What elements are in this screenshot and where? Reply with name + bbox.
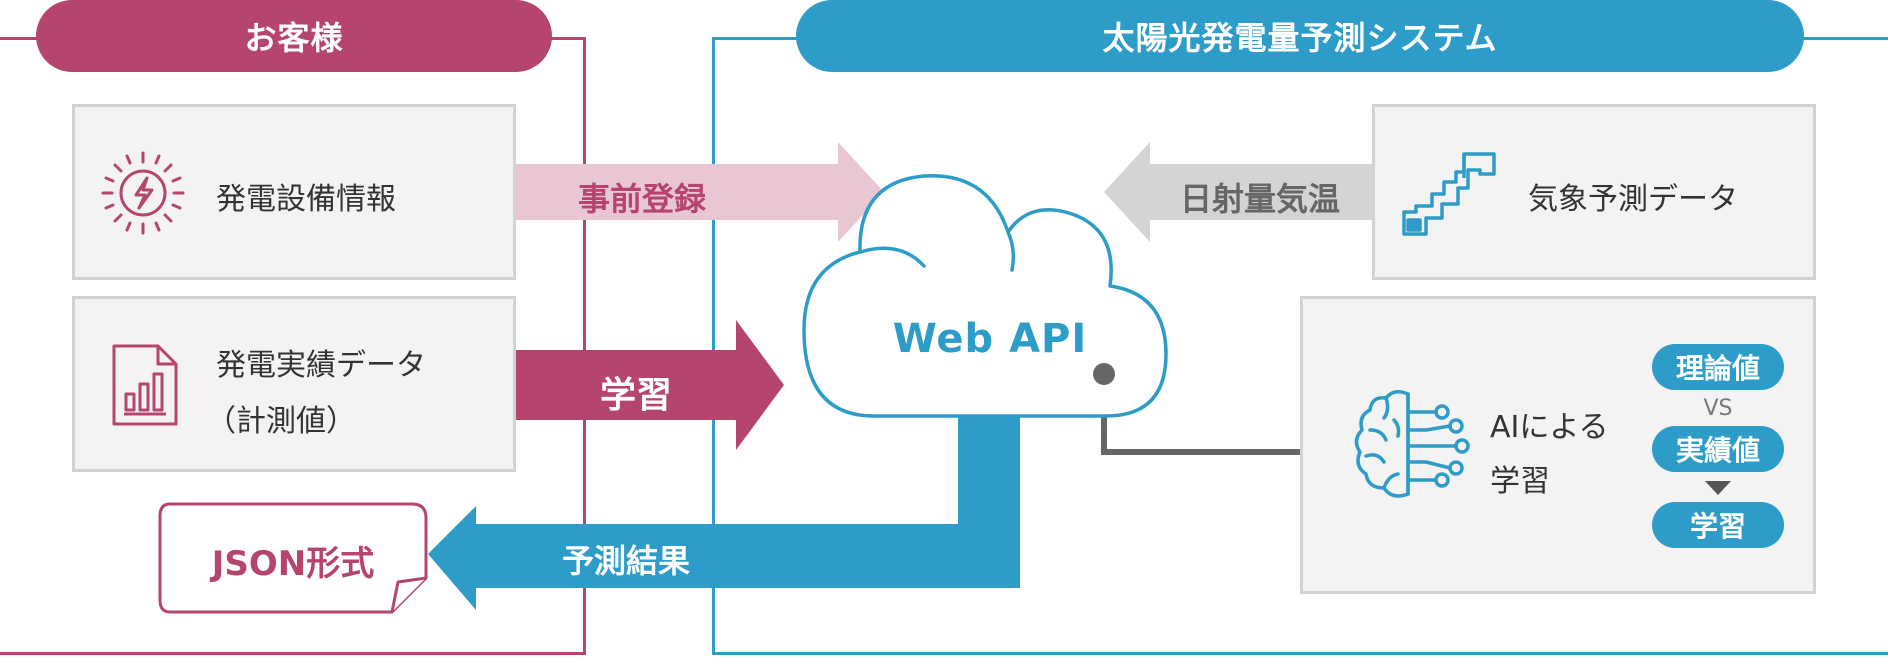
learning-arrow-label: 学習 bbox=[600, 375, 673, 416]
weather-forecast-label: 気象予測データ bbox=[1528, 182, 1738, 217]
connector-dot bbox=[1093, 363, 1115, 385]
system-title: 太陽光発電量予測システム bbox=[796, 0, 1804, 72]
web-api-cloud bbox=[802, 174, 1168, 418]
ai-brain-icon bbox=[1354, 390, 1470, 498]
learning-result-badge: 学習 bbox=[1652, 502, 1784, 548]
ai-learning-label-line2: 学習 bbox=[1490, 464, 1550, 499]
japan-map-icon bbox=[1402, 152, 1496, 236]
learning-arrow bbox=[516, 320, 784, 450]
web-api-label: Web API bbox=[892, 316, 1088, 362]
weather-forecast-panel bbox=[1372, 104, 1816, 280]
weather-data-label: 日射量気温 bbox=[1180, 180, 1341, 218]
theory-value-badge: 理論値 bbox=[1652, 344, 1784, 390]
facility-info-panel bbox=[72, 104, 516, 280]
json-document-shape bbox=[158, 502, 428, 614]
pre-registration-arrow bbox=[516, 142, 884, 242]
prediction-result-label: 予測結果 bbox=[562, 542, 691, 580]
actual-value-badge: 実績値 bbox=[1652, 426, 1784, 472]
prediction-result-arrow bbox=[428, 400, 1020, 610]
down-triangle-icon bbox=[1705, 481, 1731, 495]
power-record-label-line1: 発電実績データ bbox=[216, 348, 426, 383]
report-chart-icon bbox=[112, 344, 178, 426]
json-format-label: JSON形式 bbox=[211, 544, 375, 584]
ai-learning-label-line1: AIによる bbox=[1490, 410, 1609, 445]
pre-registration-label: 事前登録 bbox=[578, 180, 707, 218]
customer-title: お客様 bbox=[36, 0, 552, 72]
weather-data-arrow bbox=[1104, 142, 1372, 242]
sun-power-icon bbox=[101, 151, 185, 235]
facility-info-label: 発電設備情報 bbox=[216, 182, 396, 217]
vs-label: VS bbox=[1703, 396, 1733, 421]
power-record-label-line2: （計測値） bbox=[206, 404, 356, 439]
